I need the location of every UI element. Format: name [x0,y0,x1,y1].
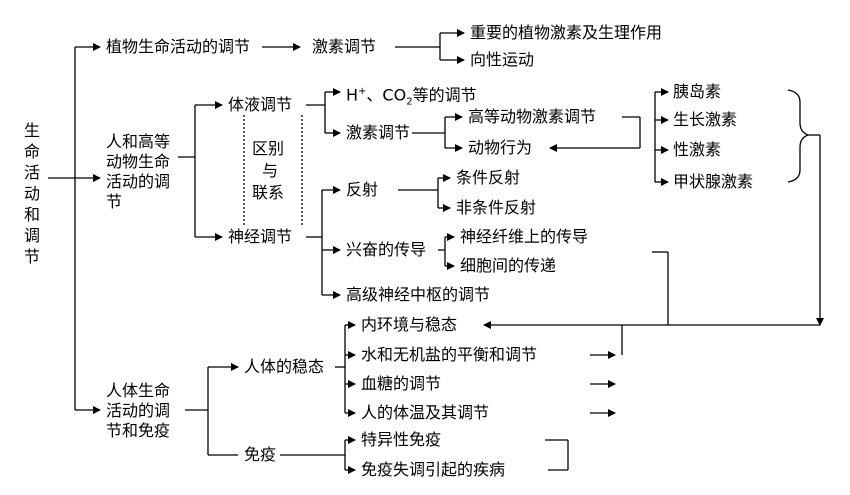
branch-human-line: 人体生命 [106,381,171,400]
branch-plant: 植物生命活动的调节 [106,37,251,56]
nerve-fiber-conduction: 神经纤维上的传导 [460,227,589,246]
h-co2-prefix: H [346,85,359,105]
diff-char: 联系 [252,183,285,202]
h-co2-sup: + [358,86,367,97]
h-co2-sub: 2 [406,96,413,108]
h-co2-suffix: 等的调节 [412,85,477,105]
h-co2-regulation: H+、CO2等的调节 [346,83,477,112]
immunity: 免疫 [244,445,277,464]
immune-disorder-diseases: 免疫失调引起的疾病 [361,460,506,479]
important-plant-hormones: 重要的植物激素及生理作用 [470,23,663,42]
animal-behavior: 动物行为 [468,138,533,157]
root-char: 调 [24,226,41,245]
branch-animal-line: 人和高等 [106,132,171,151]
branch-animal-line: 活动的调 [106,172,171,191]
branch-human-line: 活动的调 [106,401,171,420]
root-char: 活 [24,163,41,182]
internal-environment: 内环境与稳态 [361,315,458,334]
branch-animal-line: 节 [106,192,123,211]
root-char: 和 [24,205,41,224]
water-salt-balance: 水和无机盐的平衡和调节 [361,345,538,364]
branch-human-line: 节和免疫 [106,421,171,440]
conditioned-reflex: 条件反射 [456,168,521,187]
tropism: 向性运动 [470,50,535,69]
homeostasis: 人体的稳态 [244,357,325,376]
h-co2-mid: 、CO [366,85,407,105]
excitation-conduction: 兴奋的传导 [346,240,427,259]
between-cells-transmission: 细胞间的传递 [460,256,557,275]
root-char: 生 [24,121,41,140]
root-char: 动 [24,184,41,203]
diff-char: 与 [262,161,279,180]
hormone-item: 胰岛素 [673,82,722,101]
specific-immunity: 特异性免疫 [361,430,442,449]
unconditioned-reflex: 非条件反射 [456,198,537,217]
higher-nerve-center: 高级神经中枢的调节 [346,285,491,304]
plant-hormone-regulation: 激素调节 [312,37,377,56]
neural-regulation: 神经调节 [228,227,293,246]
animal-hormone-regulation: 激素调节 [346,123,411,142]
blood-sugar-regulation: 血糖的调节 [361,374,442,393]
body-temperature-regulation: 人的体温及其调节 [361,403,490,422]
higher-animal-hormone: 高等动物激素调节 [468,107,597,126]
hormone-item: 甲状腺激素 [673,172,754,191]
root-char: 命 [24,142,41,161]
hormone-item: 生长激素 [673,110,738,129]
branch-animal-line: 动物生命 [106,152,171,171]
reflex: 反射 [346,180,379,199]
hormone-item: 性激素 [673,140,722,159]
root-char: 节 [24,247,41,266]
humoral-regulation: 体液调节 [228,95,293,114]
diff-char: 区别 [252,139,285,158]
